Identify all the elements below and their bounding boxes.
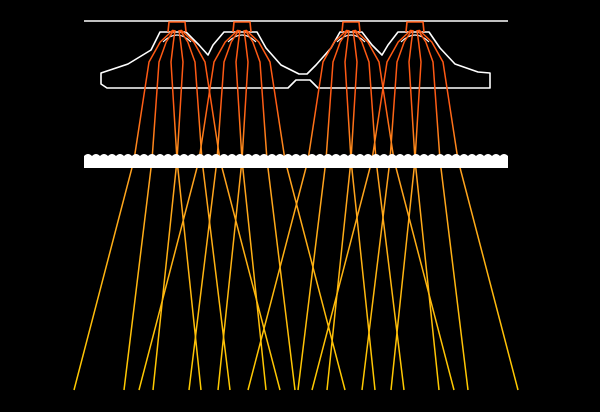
ray	[247, 29, 348, 391]
ray	[180, 29, 281, 391]
ray	[408, 29, 440, 391]
ray	[235, 29, 267, 391]
ray	[311, 29, 412, 391]
ray	[123, 29, 175, 391]
led-cap	[232, 21, 252, 33]
ray	[217, 29, 249, 391]
led-cap	[405, 21, 425, 33]
lens-housing-outline	[100, 31, 491, 89]
ray	[418, 29, 519, 391]
ray	[188, 29, 240, 391]
ray	[245, 29, 346, 391]
led-cap	[341, 21, 361, 33]
ray	[344, 29, 376, 391]
ray	[353, 29, 405, 391]
diffuser-plate	[84, 154, 508, 168]
ray	[354, 29, 455, 391]
lens-tops	[162, 21, 430, 43]
lens-dome	[400, 34, 430, 43]
lens-dome	[336, 34, 366, 43]
ray	[244, 29, 296, 391]
ray	[138, 29, 239, 391]
light-rays	[73, 29, 519, 391]
ray	[417, 29, 469, 391]
ray	[179, 29, 231, 391]
ray	[73, 29, 174, 391]
ray	[361, 29, 413, 391]
ray	[170, 29, 202, 391]
ray	[326, 29, 358, 391]
ray	[390, 29, 422, 391]
lens-dome	[162, 34, 192, 43]
led-cap	[167, 21, 187, 33]
ray	[297, 29, 349, 391]
ray	[152, 29, 184, 391]
lens-dome	[227, 34, 257, 43]
